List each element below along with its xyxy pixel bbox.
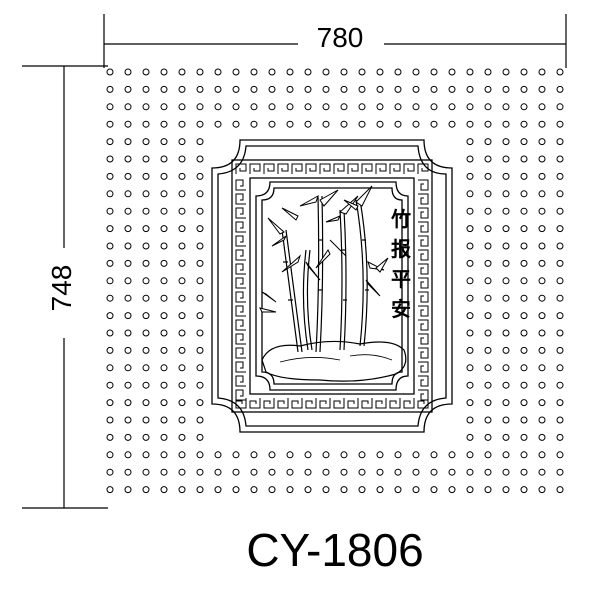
fret-border-inner bbox=[249, 177, 415, 395]
height-dimension bbox=[22, 65, 108, 509]
height-dimension-label: 748 bbox=[44, 248, 80, 328]
model-code: CY-1806 bbox=[246, 524, 424, 576]
bamboo-leaves bbox=[259, 185, 389, 313]
rock-texture bbox=[279, 354, 393, 363]
bamboo-stalks bbox=[281, 195, 369, 353]
width-dimension bbox=[103, 14, 567, 68]
panel-inscription: 竹报平安 bbox=[391, 207, 411, 321]
picture-frame-inner bbox=[261, 187, 403, 385]
fret-border-outer bbox=[231, 159, 433, 413]
width-dimension-label: 780 bbox=[300, 20, 380, 56]
greek-key-fret-pattern bbox=[235, 163, 429, 409]
picture-frame bbox=[255, 181, 409, 391]
perforation-dot-grid bbox=[106, 68, 564, 494]
rock bbox=[261, 340, 407, 382]
carved-panel bbox=[211, 139, 453, 433]
